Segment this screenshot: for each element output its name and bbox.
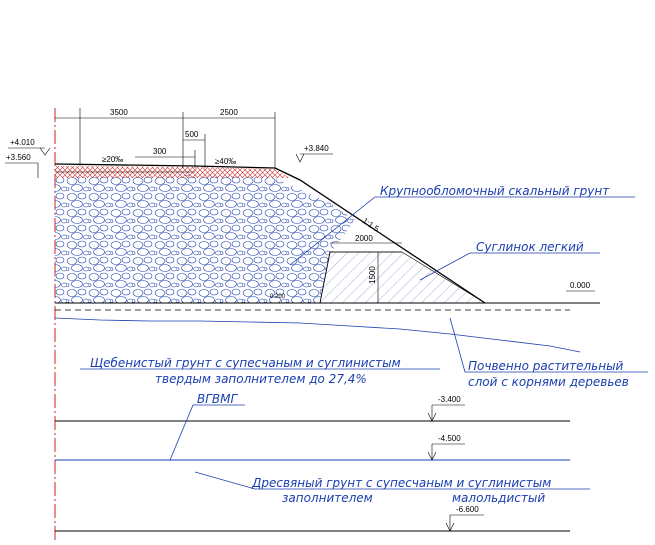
svg-text:+3.840: +3.840 (304, 144, 329, 153)
svg-text:+4.010: +4.010 (10, 138, 35, 147)
dim-2500: 2500 (220, 108, 238, 117)
label-dresva-3: малольдистый (452, 491, 545, 505)
slope-left: ≥20‰ (102, 155, 123, 164)
dim-3500: 3500 (110, 108, 128, 117)
level-0000: 0.000 (566, 281, 595, 292)
level-minus-6600: -6.600 (445, 505, 484, 532)
level-minus-4500: -4.500 (427, 434, 465, 461)
leader-rock-fill (289, 196, 635, 266)
svg-text:-4.500: -4.500 (438, 434, 461, 443)
slope-right: ≥40‰ (215, 157, 236, 166)
dim-0200: 0.200 (270, 294, 286, 300)
label-topsoil-1: Почвенно растительный (468, 359, 624, 373)
label-light-loam: Суглинок легкий (476, 240, 584, 254)
dim-2000: 2000 (355, 234, 373, 243)
svg-text:-6.600: -6.600 (456, 505, 479, 514)
level-3560: +3.560 (5, 153, 39, 178)
loam-wedge (319, 251, 487, 304)
label-permafrost: ВГВМГ (197, 392, 239, 406)
leader-permafrost (169, 404, 245, 461)
topsoil-boundary (54, 317, 581, 353)
svg-text:0.000: 0.000 (570, 281, 591, 290)
rock-fill-body (55, 175, 355, 303)
label-rock-fill: Крупнообломочный скальный грунт (380, 184, 610, 198)
embankment-slope-line (274, 167, 486, 304)
berm-inner-line (319, 251, 331, 304)
level-minus-3400: -3.400 (427, 395, 465, 422)
label-gravel-2: твердым заполнителем до 27,4% (155, 372, 367, 386)
label-topsoil-2: слой с корнями деревьев (468, 375, 629, 389)
label-gravel-1: Щебенистый грунт с супесчаным и суглинис… (90, 356, 401, 370)
leader-dresva (194, 471, 590, 490)
level-4010: +4.010 (8, 138, 51, 156)
svg-text:-3.400: -3.400 (438, 395, 461, 404)
dim-300: 300 (153, 147, 167, 156)
label-dresva-2: заполнителем (282, 491, 373, 505)
leader-loam (419, 252, 600, 281)
dim-500: 500 (185, 130, 199, 139)
level-3840: +3.840 (295, 144, 333, 163)
label-dresva-1: Дресвяный грунт с супесчаным и суглинист… (251, 476, 551, 490)
leader-topsoil (449, 317, 648, 373)
svg-text:+3.560: +3.560 (6, 153, 31, 162)
dim-1500: 1500 (368, 266, 377, 284)
